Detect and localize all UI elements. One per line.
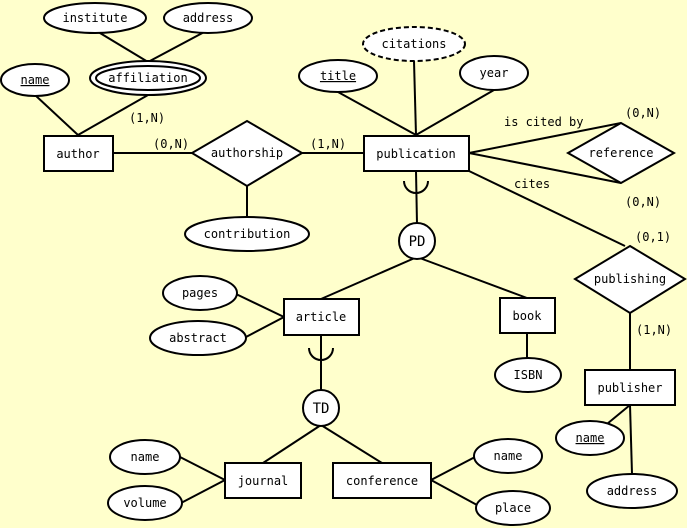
derived-attribute-citations: citations bbox=[362, 26, 466, 62]
entities: author publication article book journal … bbox=[43, 135, 676, 499]
cardinality-is-cited-by: (0,N) bbox=[625, 106, 661, 120]
attribute-label: name bbox=[131, 450, 160, 464]
cardinality-cites: (0,N) bbox=[625, 195, 661, 209]
cardinality-publishing-publisher: (1,N) bbox=[636, 323, 672, 337]
edge-title-publication bbox=[337, 91, 417, 136]
attribute-institute: institute bbox=[43, 2, 147, 34]
attribute-place: place bbox=[475, 490, 551, 526]
edge-citations-publication bbox=[413, 60, 417, 136]
key-attribute-publisher-name: name bbox=[555, 420, 625, 456]
attribute-label: year bbox=[480, 66, 509, 80]
entity-label: publication bbox=[376, 147, 455, 161]
attribute-label: contribution bbox=[204, 227, 291, 241]
attribute-label: affiliation bbox=[108, 71, 187, 85]
attribute-volume: volume bbox=[107, 485, 183, 521]
attribute-contribution: contribution bbox=[184, 216, 310, 252]
attribute-label: abstract bbox=[169, 331, 227, 345]
cardinality-author-authorship: (0,N) bbox=[153, 137, 189, 151]
attribute-label: ISBN bbox=[514, 368, 543, 382]
edge-affiliation-author bbox=[77, 94, 149, 136]
edge-conference-place bbox=[430, 479, 478, 506]
attribute-label: name bbox=[494, 449, 523, 463]
edge-address-affiliation bbox=[147, 29, 209, 63]
edge-td-conference bbox=[320, 424, 383, 464]
edges bbox=[34, 29, 633, 506]
attribute-pages: pages bbox=[162, 275, 238, 311]
specialization-label: PD bbox=[409, 234, 426, 250]
entity-article: article bbox=[283, 298, 360, 336]
entity-journal: journal bbox=[224, 462, 302, 499]
entity-publication: publication bbox=[363, 135, 470, 172]
edge-label-is-cited-by: is cited by bbox=[504, 115, 583, 129]
cardinality-authorship-publication: (1,N) bbox=[310, 137, 346, 151]
entity-publisher: publisher bbox=[584, 369, 676, 406]
pd-subset-arc bbox=[403, 180, 429, 194]
edge-pd-book bbox=[416, 256, 528, 299]
attribute-abstract: abstract bbox=[149, 320, 247, 356]
entity-label: article bbox=[296, 310, 347, 324]
attribute-label: citations bbox=[381, 37, 446, 51]
key-attribute-title: title bbox=[298, 59, 378, 93]
entity-book: book bbox=[499, 297, 556, 334]
edge-name-journal bbox=[179, 456, 226, 481]
key-attribute-author-name: name bbox=[0, 63, 70, 97]
multivalued-attribute-affiliation: affiliation bbox=[89, 60, 207, 96]
edge-institute-affiliation bbox=[94, 29, 149, 63]
attribute-label: name bbox=[576, 431, 605, 445]
cardinality-author-affiliation: (1,N) bbox=[129, 111, 165, 125]
entity-label: journal bbox=[238, 474, 289, 488]
relationship-label: reference bbox=[588, 146, 653, 160]
attribute-label: address bbox=[183, 11, 234, 25]
attribute-label: place bbox=[495, 501, 531, 515]
attributes: institute address affiliation name citat… bbox=[0, 2, 678, 526]
attribute-journal-name: name bbox=[109, 439, 181, 475]
attribute-label: name bbox=[21, 73, 50, 87]
relationship-label: publishing bbox=[594, 272, 666, 286]
edge-cites bbox=[468, 152, 622, 184]
specialization-label: TD bbox=[313, 401, 330, 417]
edge-label-cites: cites bbox=[514, 177, 550, 191]
specializations: PD TD bbox=[302, 222, 436, 427]
edge-td-journal bbox=[262, 424, 322, 464]
attribute-label: pages bbox=[182, 286, 218, 300]
relationship-reference: reference bbox=[565, 121, 677, 185]
attribute-address: address bbox=[163, 2, 253, 34]
attribute-conference-name: name bbox=[473, 438, 543, 474]
cardinality-publication-publishing: (0,1) bbox=[635, 230, 671, 244]
relationships: authorship reference publishing bbox=[190, 119, 687, 315]
entity-author: author bbox=[43, 135, 114, 172]
entity-label: conference bbox=[346, 474, 418, 488]
entity-label: book bbox=[513, 309, 543, 323]
attribute-label: title bbox=[320, 69, 356, 83]
edge-conference-name bbox=[430, 456, 476, 481]
edge-publisher-address bbox=[629, 404, 633, 475]
edge-pages-article bbox=[235, 293, 285, 318]
attribute-isbn: ISBN bbox=[494, 357, 562, 393]
entity-label: author bbox=[56, 147, 99, 161]
attribute-label: volume bbox=[123, 496, 166, 510]
edge-publication-publishing bbox=[468, 170, 626, 247]
edge-is-cited-by bbox=[468, 122, 622, 154]
attribute-year: year bbox=[459, 55, 529, 91]
cardinality-labels: (1,N) (0,N) (1,N) is cited by (0,N) cite… bbox=[129, 106, 672, 337]
edge-publication-pd bbox=[415, 170, 418, 225]
relationship-authorship: authorship bbox=[190, 119, 304, 188]
relationship-label: authorship bbox=[211, 146, 283, 160]
entity-conference: conference bbox=[332, 462, 432, 499]
edge-abstract-article bbox=[245, 316, 285, 338]
edge-pd-article bbox=[320, 256, 418, 300]
attribute-publisher-address: address bbox=[586, 473, 678, 509]
specialization-pd: PD bbox=[398, 222, 436, 260]
edge-name-author bbox=[34, 94, 79, 136]
attribute-label: institute bbox=[62, 11, 127, 25]
attribute-label: address bbox=[607, 484, 658, 498]
specialization-td: TD bbox=[302, 389, 340, 427]
entity-label: publisher bbox=[597, 381, 662, 395]
edge-volume-journal bbox=[180, 479, 226, 504]
td-subset-arc bbox=[308, 347, 334, 361]
relationship-publishing: publishing bbox=[573, 244, 687, 315]
edge-year-publication bbox=[415, 89, 495, 136]
